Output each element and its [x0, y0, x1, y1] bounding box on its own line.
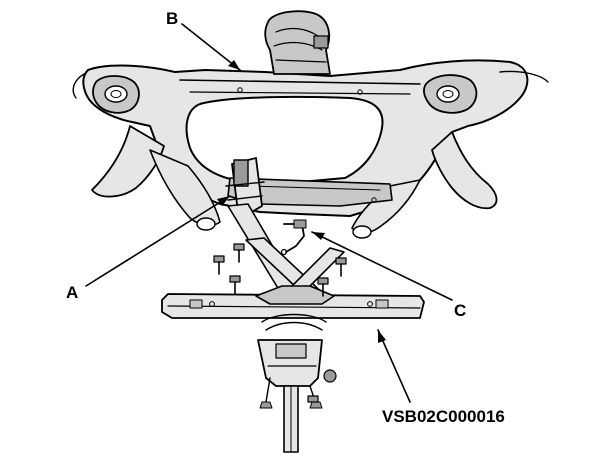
leader-c [311, 231, 453, 301]
front-subframe [72, 59, 549, 239]
leader-lines [85, 23, 453, 403]
callout-a: A [66, 283, 78, 302]
leader-b [181, 23, 241, 71]
bolt-left-upper [213, 255, 225, 275]
leader-reference [377, 329, 411, 403]
figure-reference-code: VSB02C000016 [382, 407, 505, 426]
lock-pin-part [280, 219, 307, 256]
bolt-jack [307, 395, 319, 403]
bolt-right-upper [335, 257, 347, 277]
callout-c: C [454, 301, 466, 320]
mounting-bolts [213, 243, 347, 403]
transmission-jack [257, 339, 337, 453]
leader-a [85, 195, 231, 287]
bolt-left-lower [229, 275, 241, 295]
subframe-adapter-plate [161, 285, 425, 331]
callout-b: B [166, 9, 178, 28]
steering-gearbox-upper [264, 10, 331, 75]
bolt-right-lower [317, 277, 329, 297]
bolt-center [233, 243, 245, 263]
